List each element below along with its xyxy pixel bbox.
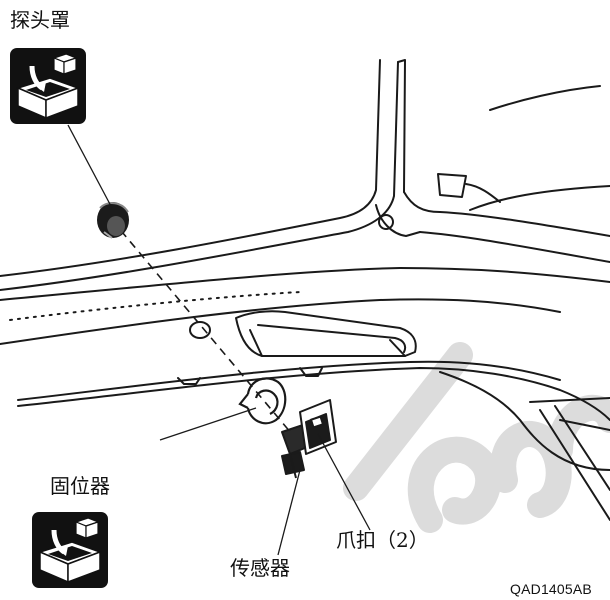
assembly-axis — [111, 219, 303, 447]
probe-cover-label: 探头罩 — [10, 8, 70, 32]
watermark — [343, 342, 610, 533]
figure-code-label: QAD1405AB — [510, 581, 592, 597]
leader-lines — [67, 124, 371, 556]
bumper-outline — [0, 59, 610, 521]
retainer-label: 固位器 — [50, 474, 110, 498]
probe-cover-part — [97, 202, 129, 239]
mounting-hole — [189, 321, 211, 339]
sensor-part — [281, 399, 337, 479]
install-into-box-icon — [10, 48, 86, 124]
install-into-box-icon — [32, 512, 108, 588]
retainer-part — [238, 377, 287, 425]
sensor-label: 传感器 — [230, 556, 290, 580]
claw-clip-label: 爪扣（2） — [336, 528, 429, 552]
